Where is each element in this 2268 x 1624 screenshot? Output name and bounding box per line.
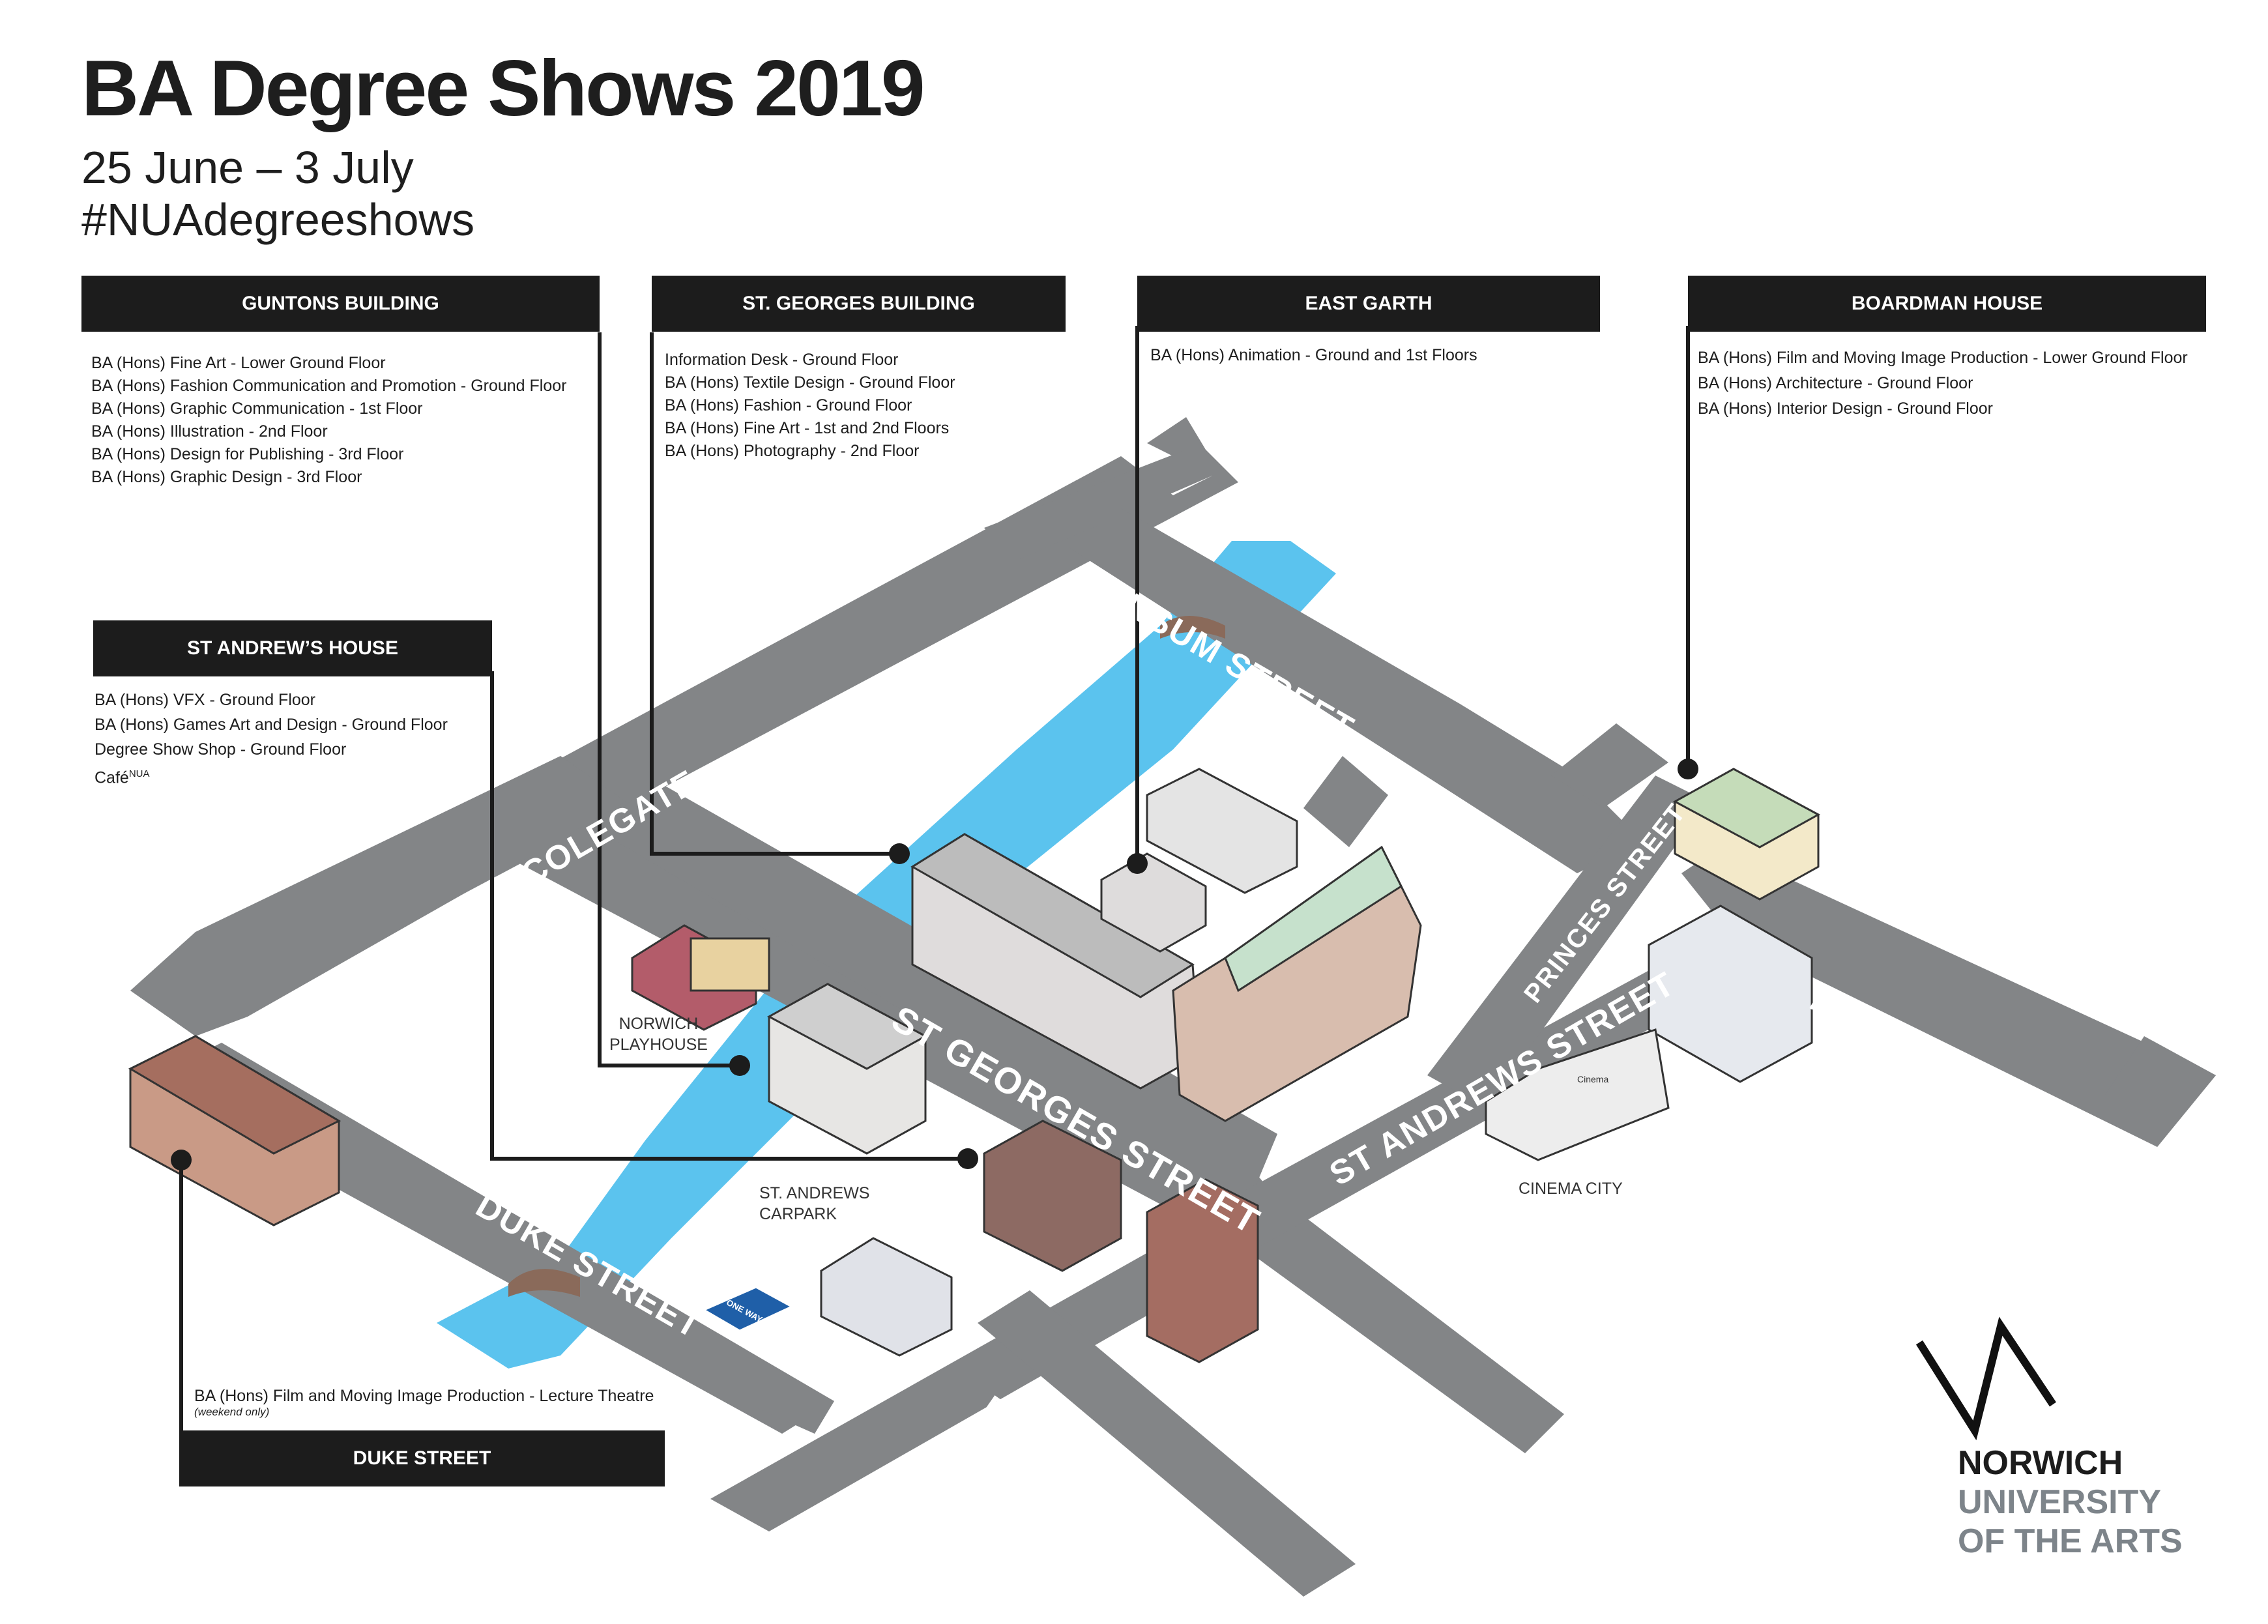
list-item: BA (Hons) Graphic Communication - 1st Fl… (91, 399, 423, 418)
list-item: BA (Hons) Fine Art - Lower Ground Floor (91, 354, 386, 372)
label-line: CARPARK (759, 1205, 837, 1223)
list-item: BA (Hons) Fashion - Ground Floor (665, 396, 912, 414)
label-cinema-city: CINEMA CITY (1519, 1180, 1623, 1198)
label-playhouse: NORWICH PLAYHOUSE (609, 1013, 708, 1055)
list-item: BA (Hons) Design for Publishing - 3rd Fl… (91, 445, 404, 463)
list-item: BA (Hons) VFX - Ground Floor (94, 691, 316, 709)
label-line: ST. ANDREWS (759, 1184, 870, 1202)
logo-of-the-arts: OF THE ARTS (1958, 1522, 2183, 1560)
list-item: BA (Hons) Photography - 2nd Floor (665, 442, 920, 460)
list-item: BA (Hons) Textile Design - Ground Floor (665, 373, 955, 392)
list-item: Degree Show Shop - Ground Floor (94, 740, 347, 759)
duke-street-header: DUKE STREET (179, 1430, 665, 1486)
east-garth-list: BA (Hons) Animation - Ground and 1st Flo… (1150, 344, 1477, 367)
list-item: BA (Hons) Fashion Communication and Prom… (91, 377, 567, 395)
list-item: BA (Hons) Animation - Ground and 1st Flo… (1150, 346, 1477, 364)
logo-norwich: NORWICH (1958, 1444, 2123, 1482)
guntons-list: BA (Hons) Fine Art - Lower Ground Floor … (91, 352, 567, 489)
date-range: 25 June – 3 July (81, 142, 414, 193)
label-line: NORWICH (618, 1015, 699, 1033)
bridges (508, 616, 1225, 1297)
east-garth-header: EAST GARTH (1137, 276, 1600, 332)
label-carpark: ST. ANDREWS CARPARK (759, 1183, 869, 1225)
list-item: BA (Hons) Fine Art - 1st and 2nd Floors (665, 419, 950, 437)
list-item: CaféNUA (94, 762, 448, 790)
boardman-list: BA (Hons) Film and Moving Image Producti… (1698, 345, 2188, 422)
one-way-sign (701, 1286, 794, 1332)
cafe-label: Café (94, 768, 129, 787)
st-andrews-house-list: BA (Hons) VFX - Ground Floor BA (Hons) G… (94, 688, 448, 790)
list-item: BA (Hons) Games Art and Design - Ground … (94, 716, 448, 734)
list-item: BA (Hons) Illustration - 2nd Floor (91, 422, 328, 441)
label-line: PLAYHOUSE (609, 1036, 708, 1054)
logo-university: UNIVERSITY (1958, 1483, 2162, 1521)
duke-street-item: BA (Hons) Film and Moving Image Producti… (194, 1387, 654, 1405)
list-item: Information Desk - Ground Floor (665, 351, 899, 369)
boardman-header: BOARDMAN HOUSE (1688, 276, 2206, 332)
guntons-header: GUNTONS BUILDING (81, 276, 600, 332)
cinema-sign: Cinema (1577, 1074, 1609, 1084)
list-item: BA (Hons) Architecture - Ground Floor (1698, 374, 1973, 392)
leader-lines (179, 326, 1690, 1430)
list-item: BA (Hons) Interior Design - Ground Floor (1698, 399, 1993, 418)
st-georges-header: ST. GEORGES BUILDING (652, 276, 1066, 332)
leader-dots (171, 759, 1698, 1170)
st-georges-list: Information Desk - Ground Floor BA (Hons… (665, 349, 955, 463)
st-andrews-house-header: ST ANDREW’S HOUSE (93, 620, 492, 676)
duke-street-note: (weekend only) (194, 1406, 270, 1418)
roads (130, 417, 2216, 1597)
cafe-superscript: NUA (128, 768, 150, 779)
list-item: BA (Hons) Film and Moving Image Producti… (1698, 349, 2188, 367)
nua-logo-mark (1915, 1316, 2056, 1441)
buildings (128, 768, 1821, 1363)
hashtag: #NUAdegreeshows (81, 194, 475, 245)
list-item: BA (Hons) Graphic Design - 3rd Floor (91, 468, 362, 486)
page-title: BA Degree Shows 2019 (81, 44, 925, 132)
